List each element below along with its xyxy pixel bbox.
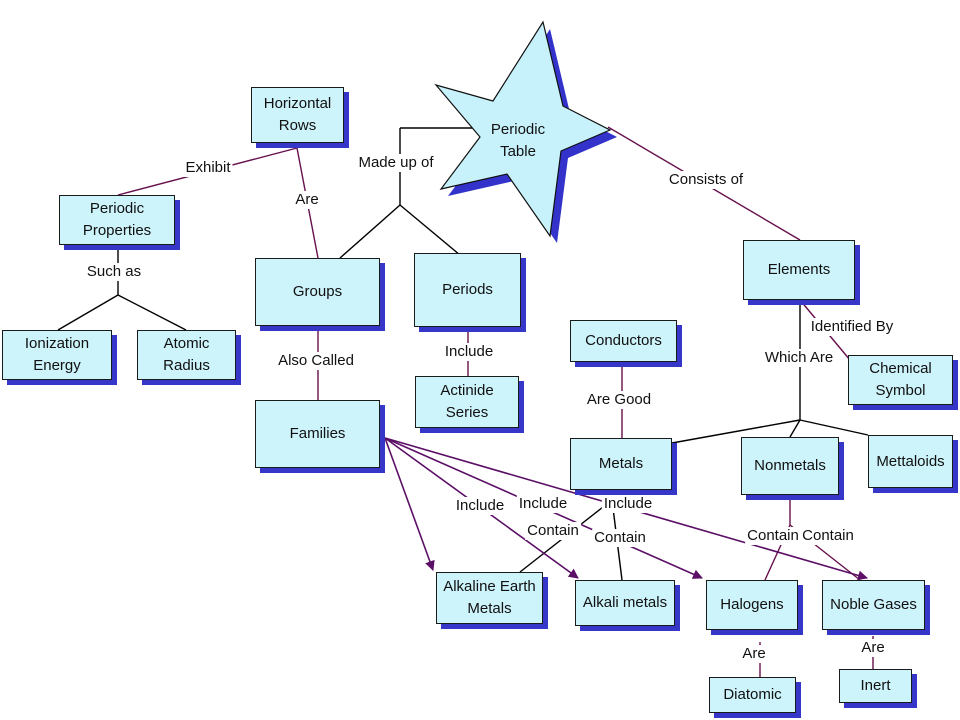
groups-node[interactable]: Groups <box>255 258 380 326</box>
metalloids-node[interactable]: Mettaloids <box>868 435 953 488</box>
inert-node[interactable]: Inert <box>839 669 912 703</box>
link-label-contain-4: Contain <box>800 527 856 545</box>
periods-node[interactable]: Periods <box>414 253 521 327</box>
link-label-exhibit: Exhibit <box>183 159 233 177</box>
metals-node[interactable]: Metals <box>570 438 672 490</box>
link-label-also-called: Also Called <box>276 352 356 370</box>
link-label-which-are: Which Are <box>762 349 836 367</box>
link-label-such-as: Such as <box>84 263 144 281</box>
elements-node[interactable]: Elements <box>743 240 855 300</box>
link-label-are-noble: Are <box>859 639 887 657</box>
periodic-table-label: Periodic Table <box>490 121 546 160</box>
alkali-metals-node[interactable]: Alkali metals <box>575 580 675 626</box>
link-label-include-1: Include <box>453 497 507 515</box>
link-label-include-periods: Include <box>442 343 496 361</box>
halogens-node[interactable]: Halogens <box>706 580 798 630</box>
actinide-series-node[interactable]: Actinide Series <box>415 376 519 428</box>
atomic-radius-node[interactable]: Atomic Radius <box>137 330 236 380</box>
link-label-are-halogens: Are <box>740 645 768 663</box>
diatomic-node[interactable]: Diatomic <box>709 677 796 713</box>
link-label-are-rows: Are <box>293 191 321 209</box>
link-label-identified-by: Identified By <box>808 318 896 336</box>
conductors-node[interactable]: Conductors <box>570 320 677 362</box>
link-label-include-3: Include <box>601 495 655 513</box>
noble-gases-node[interactable]: Noble Gases <box>822 580 925 630</box>
nonmetals-node[interactable]: Nonmetals <box>741 437 839 495</box>
link-label-contain-1: Contain <box>525 522 581 540</box>
link-label-made-up-of: Made up of <box>356 154 436 172</box>
alkaline-earth-metals-node[interactable]: Alkaline Earth Metals <box>436 572 543 624</box>
link-label-include-2: Include <box>516 495 570 513</box>
families-node[interactable]: Families <box>255 400 380 468</box>
periodic-table-star[interactable] <box>434 20 612 238</box>
link-label-consists-of: Consists of <box>666 171 746 189</box>
chemical-symbol-node[interactable]: Chemical Symbol <box>848 355 953 405</box>
link-label-contain-3: Contain <box>745 527 801 545</box>
horizontal-rows-node[interactable]: Horizontal Rows <box>251 87 344 143</box>
periodic-properties-node[interactable]: Periodic Properties <box>59 195 175 245</box>
link-label-are-good: Are Good <box>584 391 654 409</box>
link-label-contain-2: Contain <box>592 529 648 547</box>
ionization-energy-node[interactable]: Ionization Energy <box>2 330 112 380</box>
